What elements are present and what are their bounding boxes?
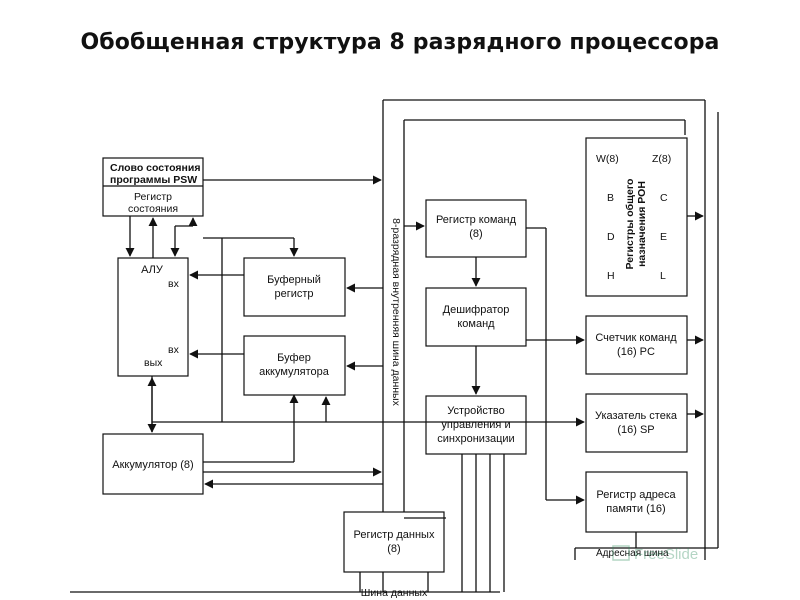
psw-label-1: Слово состояния [110,162,200,174]
gpr-b: B [607,192,614,204]
buffer-register-label-1: Буферный [267,274,321,286]
gpr-h: H [607,270,615,282]
internal-bus-label: 8-разрядная внутренняя шина данных [390,218,402,406]
decoder-label-1: Дешифратор [443,304,510,316]
watermark-text: FreeSlide [634,546,698,563]
gpr-label-1: Регистры общего [624,179,636,270]
gpr-e: E [660,231,667,243]
command-register-block: Регистр команд (8) [425,199,527,258]
accumulator-label: Аккумулятор (8) [112,459,193,471]
program-counter-label-2: (16) PC [617,346,655,358]
decoder-block: Дешифратор команд [425,287,527,347]
alu-block: АЛУ вх вх вых [117,257,189,377]
program-counter-block: Счетчик команд (16) PC [585,315,688,375]
control-unit-label-1: Устройство [447,405,505,417]
alu-in2-label: вх [168,344,180,356]
data-register-label-2: (8) [387,543,400,555]
buffer-register-block: Буферный регистр [243,257,346,317]
stack-pointer-label-2: (16) SP [617,424,654,436]
gpr-z: Z(8) [652,153,671,165]
address-register-label-2: памяти (16) [606,503,665,515]
psw-label-2: программы PSW [110,174,197,186]
watermark-logo: FreeSlide [612,545,698,563]
address-bus-label: Адресная шина [596,548,669,559]
accumulator-block: Аккумулятор (8) [102,433,204,495]
control-unit-block: Устройство управления и синхронизации [425,395,527,455]
decoder-label-2: команд [457,318,495,330]
page-title: Обобщенная структура 8 разрядного процес… [80,30,720,55]
data-register-block: Регистр данных (8) [343,511,445,573]
gpr-label-2: назначения РОН [636,181,648,267]
gpr-d: D [607,231,615,243]
data-bus-label: Шина данных [361,587,428,599]
program-counter-label-1: Счетчик команд [595,332,677,344]
gpr-c: C [660,192,668,204]
general-registers-block: W(8) Z(8) B C D E H L Регистры общего на… [585,137,688,297]
connections [125,175,704,592]
accumulator-buffer-label-2: аккумулятора [259,366,330,378]
address-register-block: Регистр адреса памяти (16) [585,471,688,533]
accumulator-buffer-label-1: Буфер [277,352,311,364]
control-unit-label-3: синхронизации [437,433,514,445]
bus-lines [70,99,719,593]
data-register-label-1: Регистр данных [354,529,435,541]
psw-block: Слово состояния программы PSW Регистр со… [102,157,204,217]
accumulator-buffer-block: Буфер аккумулятора [243,335,346,396]
gpr-w: W(8) [596,153,619,165]
command-register-label-1: Регистр команд [436,214,517,226]
alu-out-label: вых [144,357,163,369]
command-register-label-2: (8) [469,228,482,240]
alu-label: АЛУ [141,264,164,276]
buffer-register-label-2: регистр [274,288,313,300]
stack-pointer-block: Указатель стека (16) SP [585,393,688,453]
psw-label-4: состояния [128,203,178,215]
alu-in1-label: вх [168,278,180,290]
gpr-l: L [660,270,666,282]
psw-label-3: Регистр [134,191,172,203]
control-unit-label-2: управления и [441,419,510,431]
stack-pointer-label-1: Указатель стека [595,410,678,422]
address-register-label-1: Регистр адреса [596,489,676,501]
